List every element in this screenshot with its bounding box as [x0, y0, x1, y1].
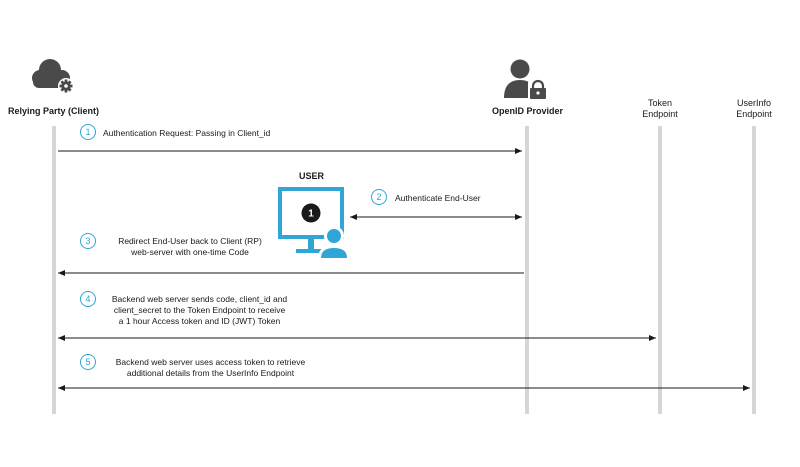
step-3-line-2: web-server with one-time Code [131, 247, 249, 257]
user-lock-icon [504, 59, 548, 99]
token-endpoint-label-line-1: Token [647, 98, 673, 108]
step-3-text: Redirect End-User back to Client (RP) we… [100, 236, 280, 258]
step-4-line-3: a 1 hour Access token and ID (JWT) Token [118, 316, 281, 326]
lifeline-relying-party [52, 126, 56, 414]
step-1-text: Authentication Request: Passing in Clien… [103, 128, 270, 139]
step-4-line-1: Backend web server sends code, client_id… [111, 294, 288, 304]
step-4-number: 4 [80, 291, 96, 307]
step-5-number: 5 [80, 354, 96, 370]
step-4-line-2: client_secret to the Token Endpoint to r… [113, 305, 286, 315]
step-3-number: 3 [80, 233, 96, 249]
monitor-step-number: 1 [308, 209, 314, 220]
step-2-number: 2 [371, 189, 387, 205]
lifeline-token-endpoint [658, 126, 662, 414]
step-4-text: Backend web server sends code, client_id… [97, 294, 302, 327]
step-2-line-1: Authenticate End-User [395, 193, 481, 203]
token-endpoint-label-line-2: Endpoint [642, 109, 678, 119]
userinfo-endpoint-label-line-2: Endpoint [736, 109, 772, 119]
step-1-line-1: Authentication Request: Passing in Clien… [103, 128, 271, 138]
user-label: USER [299, 171, 325, 181]
step-2-text: Authenticate End-User [395, 193, 481, 204]
monitor-step-badge [301, 203, 321, 223]
step-5-line-2: additional details from the UserInfo End… [126, 368, 295, 378]
step-1-number: 1 [80, 124, 96, 140]
lifeline-openid-provider [525, 126, 529, 414]
openid-provider-label: OpenID Provider [492, 106, 564, 116]
userinfo-endpoint-label: UserInfo Endpoint [724, 98, 784, 120]
userinfo-endpoint-label-line-1: UserInfo [736, 98, 771, 108]
token-endpoint-label: Token Endpoint [630, 98, 690, 120]
step-3-line-1: Redirect End-User back to Client (RP) [118, 236, 262, 246]
step-5-line-1: Backend web server uses access token to … [115, 357, 306, 367]
lifeline-userinfo-endpoint [752, 126, 756, 414]
relying-party-label: Relying Party (Client) [8, 106, 100, 116]
monitor-user-icon: 1 [278, 187, 350, 259]
cloud-gear-icon [32, 59, 74, 94]
step-5-text: Backend web server uses access token to … [98, 357, 323, 379]
